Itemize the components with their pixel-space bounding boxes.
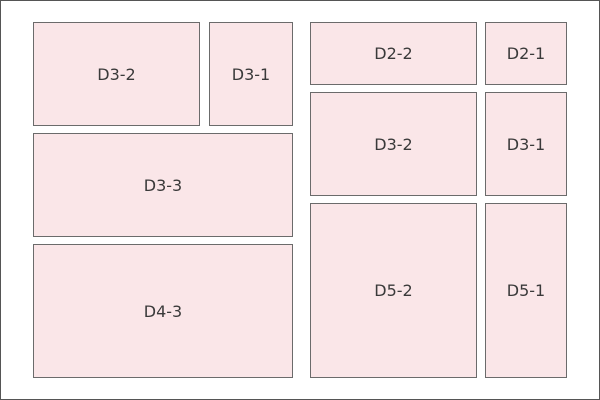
panel-label: D5-1 — [506, 281, 546, 300]
panel-label: D3-1 — [231, 64, 271, 84]
panel-d3-3: D3-3 — [33, 133, 293, 237]
panel-d2-2: D2-2 — [310, 22, 477, 85]
panel-label: D5-2 — [374, 281, 413, 300]
panel-d3-1-left: D3-1 — [209, 22, 293, 126]
panel-d5-1: D5-1 — [485, 203, 567, 378]
panel-label: D3-1 — [506, 134, 546, 154]
panel-label: D3-3 — [143, 175, 183, 195]
panel-d3-1-right: D3-1 — [485, 92, 567, 196]
panel-label: D3-2 — [97, 64, 136, 84]
panel-label: D3-2 — [374, 134, 413, 154]
panel-d5-2: D5-2 — [310, 203, 477, 378]
panel-d3-2-right: D3-2 — [310, 92, 477, 196]
panel-d2-1: D2-1 — [485, 22, 567, 85]
panel-d3-2-left: D3-2 — [33, 22, 200, 126]
panel-label: D2-2 — [374, 44, 413, 63]
panel-label: D2-1 — [506, 44, 546, 63]
panel-label: D4-3 — [143, 301, 183, 321]
panel-d4-3: D4-3 — [33, 244, 293, 378]
